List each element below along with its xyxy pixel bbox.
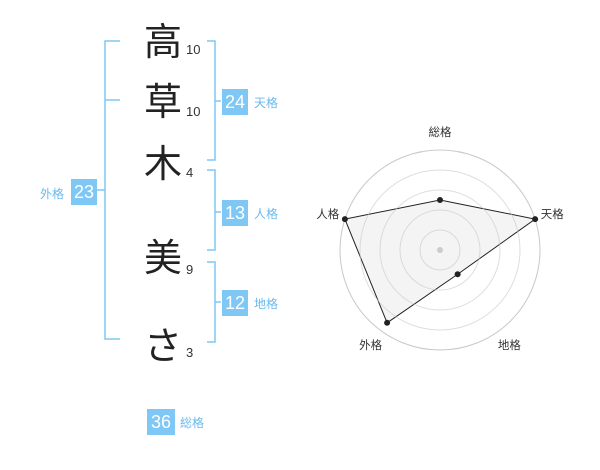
jinkaku-bracket (207, 169, 216, 251)
stroke-count-5: 3 (186, 345, 194, 360)
radar-grid-ring-overlay (359, 169, 521, 331)
radar-axis-label-1: 天格 (540, 206, 564, 221)
name-char-1: 高 (143, 20, 182, 64)
tenkaku-label: 天格 (254, 96, 279, 110)
radar-point-1 (532, 216, 539, 223)
jinkaku-value-badge: 13 (222, 200, 248, 226)
radar-axis-label-0: 総格 (428, 125, 452, 139)
radar-grid-ring-overlay (399, 209, 481, 291)
radar-point-4 (341, 216, 348, 223)
gaikaku-label: 外格 (40, 187, 65, 201)
radar-axis-label-3: 外格 (359, 338, 383, 353)
gaikaku-value-badge: 23 (71, 179, 97, 205)
radar-axis-label-2: 地格 (497, 338, 521, 353)
chikaku-label: 地格 (254, 297, 279, 311)
radar-center-dot (437, 247, 443, 253)
tenkaku-value-badge: 24 (222, 89, 248, 115)
radar-data-polygon (344, 199, 537, 324)
jinkaku-label: 人格 (254, 207, 279, 221)
chikaku-value-badge: 12 (222, 290, 248, 316)
radar-grid-ring-overlay (419, 229, 461, 271)
soukaku-label: 総格 (180, 416, 205, 430)
name-char-3: 木 (143, 142, 182, 186)
radar-grid-ring-overlay (379, 189, 501, 311)
radar-point-3 (384, 319, 391, 326)
name-char-4: 美 (143, 236, 182, 280)
radar-point-0 (437, 197, 443, 203)
soukaku-value-badge: 36 (147, 409, 175, 435)
stroke-count-4: 9 (186, 262, 194, 277)
stroke-count-1: 10 (186, 42, 201, 57)
stroke-count-3: 4 (186, 165, 194, 180)
stroke-count-2: 10 (186, 104, 201, 119)
name-char-2: 草 (143, 80, 182, 124)
radar-axis-label-4: 人格 (316, 206, 340, 221)
name-char-5: さ (143, 324, 182, 368)
radar-point-2 (454, 271, 461, 278)
